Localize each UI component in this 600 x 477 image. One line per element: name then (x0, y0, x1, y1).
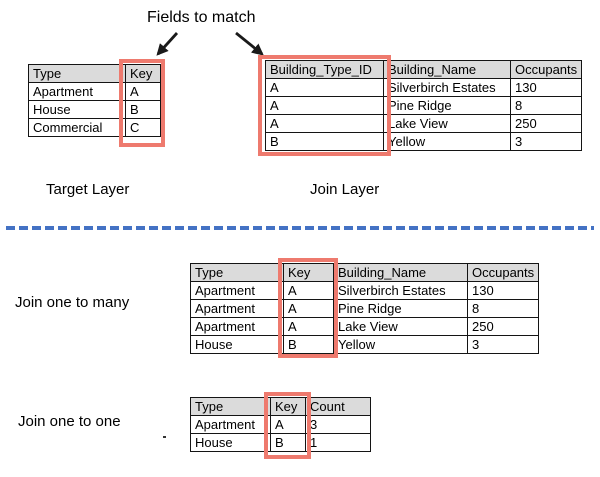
table-row: House B Yellow 3 (190, 335, 540, 354)
cell: 130 (509, 78, 583, 97)
table-row: Apartment A Lake View 250 (190, 317, 540, 336)
table-row: Apartment A (28, 82, 161, 101)
column-header: Count (305, 397, 371, 416)
table-row: A Silverbirch Estates 130 (265, 78, 583, 97)
table-row: Apartment A Pine Ridge 8 (190, 299, 540, 318)
cell: 250 (466, 317, 540, 336)
join-one-to-one-label: Join one to one (18, 413, 121, 430)
cell: Apartment (190, 317, 284, 336)
table-header-row: Building_Type_ID Building_Name Occupants (265, 60, 583, 79)
table-header-row: Type Key Count (190, 397, 371, 416)
column-header: Type (190, 397, 271, 416)
table-row: House B 1 (190, 433, 371, 452)
cell: House (28, 100, 126, 119)
stray-dot (163, 436, 166, 438)
cell: 3 (509, 132, 583, 151)
cell: Yellow (383, 132, 511, 151)
one-to-one-result-table: Type Key Count Apartment A 3 House B 1 (190, 397, 371, 452)
cell: Apartment (190, 281, 284, 300)
column-header: Key (125, 64, 161, 83)
highlight-box-target-key (119, 59, 165, 147)
column-header: Building_Name (383, 60, 511, 79)
join-layer-label: Join Layer (310, 181, 380, 198)
cell: Silverbirch Estates (333, 281, 468, 300)
cell: Pine Ridge (333, 299, 468, 318)
cell: Lake View (383, 114, 511, 133)
cell: Apartment (28, 82, 126, 101)
table-row: A Lake View 250 (265, 114, 583, 133)
table-row: Apartment A 3 (190, 415, 371, 434)
cell: Yellow (333, 335, 468, 354)
cell: Apartment (190, 299, 284, 318)
section-divider (6, 226, 594, 230)
cell: 8 (466, 299, 540, 318)
table-row: B Yellow 3 (265, 132, 583, 151)
target-layer-label: Target Layer (46, 181, 130, 198)
arrow-to-join-key-icon (235, 31, 264, 56)
column-header: Occupants (509, 60, 583, 79)
cell: 130 (466, 281, 540, 300)
cell: 3 (305, 415, 371, 434)
fields-to-match-label: Fields to match (147, 9, 256, 26)
cell: 1 (305, 433, 371, 452)
cell: 8 (509, 96, 583, 115)
cell: Pine Ridge (383, 96, 511, 115)
cell: Silverbirch Estates (383, 78, 511, 97)
cell: House (190, 335, 284, 354)
table-header-row: Type Key (28, 64, 161, 83)
highlight-box-one-to-many-key (278, 258, 338, 358)
cell: Lake View (333, 317, 468, 336)
column-header: Type (190, 263, 284, 282)
highlight-box-join-key (258, 55, 391, 156)
cell: Commercial (28, 118, 126, 137)
arrow-to-target-key-icon (156, 32, 179, 56)
table-row: House B (28, 100, 161, 119)
join-one-to-many-label: Join one to many (15, 294, 130, 311)
target-layer-table: Type Key Apartment A House B Commercial … (28, 64, 161, 137)
cell: 250 (509, 114, 583, 133)
join-layer-table: Building_Type_ID Building_Name Occupants… (265, 60, 583, 151)
one-to-many-result-table: Type Key Building_Name Occupants Apartme… (190, 263, 540, 354)
column-header: Occupants (466, 263, 540, 282)
cell: Apartment (190, 415, 271, 434)
cell: 3 (466, 335, 540, 354)
column-header: Building_Name (333, 263, 468, 282)
highlight-box-one-to-one-key (264, 392, 311, 459)
table-header-row: Type Key Building_Name Occupants (190, 263, 540, 282)
cell: House (190, 433, 271, 452)
cell: C (125, 118, 161, 137)
table-row: Commercial C (28, 118, 161, 137)
table-row: Apartment A Silverbirch Estates 130 (190, 281, 540, 300)
column-header: Type (28, 64, 126, 83)
